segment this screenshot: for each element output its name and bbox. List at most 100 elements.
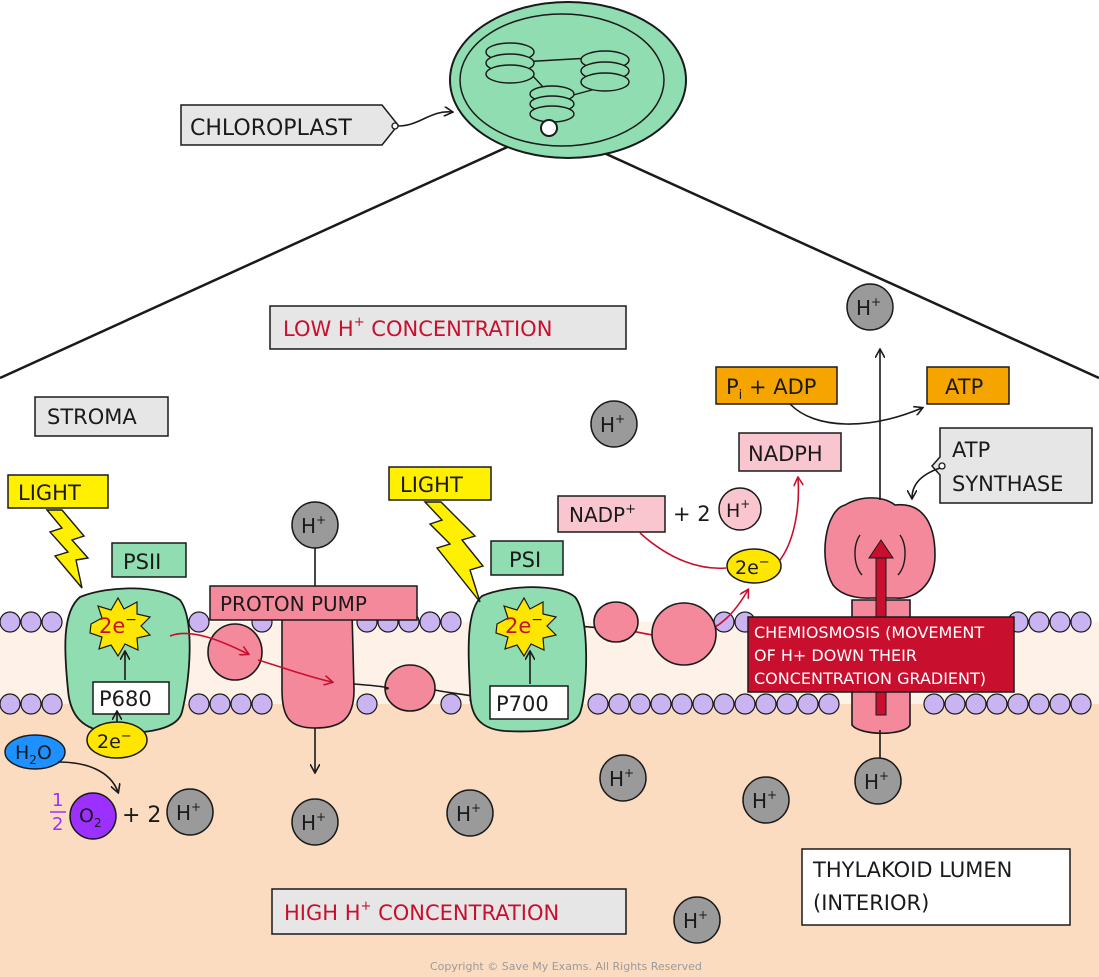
lipid-head xyxy=(1049,693,1071,715)
nadp-reduction: NADP+ + 2 H+ NADPH 2e− xyxy=(557,432,842,584)
svg-text:H+: H+ xyxy=(752,788,777,813)
h-ion xyxy=(718,487,762,531)
svg-text:H2O: H2O xyxy=(15,742,52,767)
svg-text:2: 2 xyxy=(52,814,63,835)
lipid-head xyxy=(188,693,210,715)
svg-text:1: 1 xyxy=(52,790,63,811)
lipid-head xyxy=(587,693,609,715)
lipid-head xyxy=(923,693,945,715)
electron-burst-psii xyxy=(89,596,152,658)
lipid-head xyxy=(251,693,273,715)
lipid-head xyxy=(20,611,42,633)
lipid-head xyxy=(965,693,987,715)
lipid-head xyxy=(0,693,21,715)
svg-text:ATP: ATP xyxy=(952,438,990,462)
chloroplast-icon xyxy=(449,1,687,159)
svg-text:2e−: 2e− xyxy=(505,612,543,638)
svg-text:OF H+ DOWN THEIR: OF H+ DOWN THEIR xyxy=(754,646,917,665)
svg-text:H+: H+ xyxy=(726,497,750,522)
svg-text:PSII: PSII xyxy=(123,550,161,574)
svg-text:H+: H+ xyxy=(176,800,201,825)
svg-text:LIGHT: LIGHT xyxy=(18,481,81,505)
h-ion: H+ xyxy=(854,757,902,805)
water-splitting: H2O 2e− 1 2 O2 + 2 xyxy=(4,712,161,840)
zoom-line-right xyxy=(548,126,1099,380)
h-ion: H+ xyxy=(599,754,647,802)
proton-pump: PROTON PUMP xyxy=(207,545,418,772)
svg-text:SYNTHASE: SYNTHASE xyxy=(952,472,1063,496)
lipid-head xyxy=(41,611,63,633)
lipid-head xyxy=(209,693,231,715)
atp-production: Pi + ADP ATP xyxy=(715,366,1010,425)
svg-text:H+: H+ xyxy=(683,908,708,933)
lipid-head xyxy=(776,693,798,715)
svg-text:STROMA: STROMA xyxy=(47,405,137,429)
lipid-head xyxy=(629,693,651,715)
h-ion: H+ xyxy=(846,283,894,331)
atp-synthase-label: ATP SYNTHASE xyxy=(912,427,1093,504)
stroma-label: STROMA xyxy=(34,396,169,437)
svg-text:+ 2: + 2 xyxy=(673,502,711,526)
ferredoxin-proteins xyxy=(593,601,717,666)
svg-text:H+: H+ xyxy=(456,801,481,826)
lipid-head xyxy=(440,611,462,633)
lipid-head xyxy=(188,611,210,633)
lipid-head xyxy=(356,693,378,715)
svg-text:P700: P700 xyxy=(496,692,549,716)
svg-text:H+: H+ xyxy=(856,295,881,320)
svg-text:Pi + ADP: Pi + ADP xyxy=(726,375,816,403)
svg-text:CHLOROPLAST: CHLOROPLAST xyxy=(190,116,352,141)
svg-text:LOW H+ CONCENTRATION: LOW H+ CONCENTRATION xyxy=(283,315,552,341)
lipid-head xyxy=(671,693,693,715)
svg-text:+ 2: + 2 xyxy=(122,803,161,828)
svg-text:NADP+: NADP+ xyxy=(569,502,636,527)
lipid-head xyxy=(944,693,966,715)
svg-text:CHEMIOSMOSIS (MOVEMENT: CHEMIOSMOSIS (MOVEMENT xyxy=(754,623,984,642)
svg-text:LIGHT: LIGHT xyxy=(400,473,463,497)
h-ion: H+ xyxy=(166,788,214,836)
chemiosmosis-label: CHEMIOSMOSIS (MOVEMENT OF H+ DOWN THEIR … xyxy=(747,616,1015,693)
lipid-head xyxy=(1028,693,1050,715)
oxygen-molecule xyxy=(69,792,117,840)
lipid-head xyxy=(20,693,42,715)
h-ion: H+ xyxy=(742,776,790,824)
water-molecule xyxy=(4,734,66,770)
copyright-text: Copyright © Save My Exams. All Rights Re… xyxy=(430,960,702,973)
lipid-head xyxy=(713,693,735,715)
svg-text:CONCENTRATION GRADIENT): CONCENTRATION GRADIENT) xyxy=(754,669,986,688)
low-concentration-label: LOW H+ CONCENTRATION xyxy=(269,305,627,350)
svg-text:PSI: PSI xyxy=(509,548,541,572)
svg-text:ATP: ATP xyxy=(945,375,983,399)
svg-text:THYLAKOID LUMEN: THYLAKOID LUMEN xyxy=(812,858,1012,882)
lipid-head xyxy=(692,693,714,715)
lipid-head xyxy=(734,693,756,715)
svg-text:HIGH H+ CONCENTRATION: HIGH H+ CONCENTRATION xyxy=(284,899,559,925)
svg-text:H+: H+ xyxy=(600,412,625,437)
electron-burst-psi xyxy=(495,596,558,658)
svg-text:P680: P680 xyxy=(99,687,152,711)
lipid-head xyxy=(986,693,1008,715)
svg-text:2e−: 2e− xyxy=(735,555,770,579)
svg-text:O2: O2 xyxy=(79,805,102,830)
lipid-head xyxy=(41,693,63,715)
lipid-head xyxy=(1070,611,1092,633)
h-ion: H+ xyxy=(590,400,638,448)
lumen-region xyxy=(0,703,1099,977)
svg-text:PROTON PUMP: PROTON PUMP xyxy=(220,592,367,616)
chloroplast-label: CHLOROPLAST xyxy=(180,104,452,146)
svg-text:H+: H+ xyxy=(301,810,326,835)
lipid-head xyxy=(755,693,777,715)
plastoquinone xyxy=(384,664,436,712)
lipid-head xyxy=(818,693,840,715)
zoom-line-left xyxy=(0,126,550,380)
lipid-head xyxy=(0,611,21,633)
lipid-head xyxy=(419,611,441,633)
svg-text:(INTERIOR): (INTERIOR) xyxy=(813,891,929,915)
photosystem-ii: PSII P680 2e− xyxy=(64,542,191,734)
svg-text:H+: H+ xyxy=(301,513,326,538)
high-concentration-label: HIGH H+ CONCENTRATION xyxy=(271,888,627,935)
lipid-head xyxy=(1049,611,1071,633)
photosystem-i: PSI P700 2e− xyxy=(467,540,588,733)
